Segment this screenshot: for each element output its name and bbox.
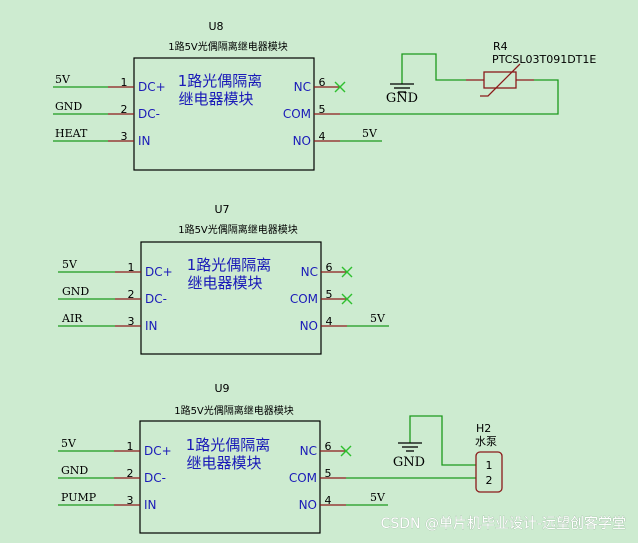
pin-name: DC- xyxy=(144,471,166,485)
module-ref: U9 xyxy=(214,382,229,395)
pin-number: 5 xyxy=(325,467,332,480)
net-label: GND xyxy=(61,464,88,477)
thermistor-part: PTCSL03T091DT1E xyxy=(492,53,596,66)
module-body-line2: 继电器模块 xyxy=(187,274,262,292)
net-label: 5V xyxy=(62,258,78,271)
thermistor-slash xyxy=(480,63,521,97)
module-part: 1路5V光偶隔离继电器模块 xyxy=(168,40,288,53)
thermistor-r4[interactable]: R4 PTCSL03T091DT1E xyxy=(466,40,596,97)
pin-number: 4 xyxy=(326,315,333,328)
pin-number: 2 xyxy=(121,103,128,116)
pin-name: IN xyxy=(138,134,151,148)
pin-number: 5 xyxy=(326,288,333,301)
module-part: 1路5V光偶隔离继电器模块 xyxy=(178,223,298,236)
connector-name: 水泵 xyxy=(475,435,497,448)
net-label: PUMP xyxy=(61,491,97,504)
pin-name: NC xyxy=(294,80,311,94)
pin-number: 3 xyxy=(121,130,128,143)
connector-pin: 1 xyxy=(486,459,493,472)
ground-label: GND xyxy=(386,91,418,106)
pin-number: 3 xyxy=(127,494,134,507)
module-ref: U7 xyxy=(214,203,229,216)
pin-name: NO xyxy=(299,498,317,512)
no-connect-mark xyxy=(341,266,353,278)
module-body-line1: 1路光偶隔离 xyxy=(187,256,272,274)
ground-symbol: GND xyxy=(386,53,466,106)
pin-name: NC xyxy=(301,265,318,279)
connector-ref: H2 xyxy=(476,422,491,435)
module-u8[interactable]: U8 1路5V光偶隔离继电器模块 1路光偶隔离 继电器模块 1 2 3 DC+ … xyxy=(53,20,382,171)
pin-number: 1 xyxy=(127,440,134,453)
module-body-line2: 继电器模块 xyxy=(186,454,261,472)
pin-number: 1 xyxy=(128,261,135,274)
pin-number: 6 xyxy=(319,76,326,89)
connector-body xyxy=(475,451,503,493)
no-connect-mark xyxy=(334,81,346,93)
watermark: CSDN @单片机毕业设计-远望创客学堂 xyxy=(381,515,626,532)
connector-h2[interactable]: H2 水泵 1 2 xyxy=(475,422,503,493)
module-body-line2: 继电器模块 xyxy=(178,90,253,108)
pin-number: 3 xyxy=(128,315,135,328)
pin-number: 1 xyxy=(121,76,128,89)
pin-name: DC- xyxy=(138,107,160,121)
pin-number: 6 xyxy=(326,261,333,274)
pin-number: 4 xyxy=(325,494,332,507)
pin-number: 6 xyxy=(325,440,332,453)
ground-label: GND xyxy=(393,455,425,470)
pin-name: COM xyxy=(283,107,311,121)
module-body xyxy=(140,241,322,355)
pin-number: 5 xyxy=(319,103,326,116)
net-label: 5V xyxy=(370,491,386,504)
net-label: 5V xyxy=(55,73,71,86)
module-body-line1: 1路光偶隔离 xyxy=(186,436,271,454)
ground-symbol: GND xyxy=(393,415,476,470)
net-label: 5V xyxy=(61,437,77,450)
net-wire-com xyxy=(340,79,559,115)
net-label: GND xyxy=(55,100,82,113)
thermistor-ref: R4 xyxy=(493,40,508,53)
pin-name: DC- xyxy=(145,292,167,306)
module-ref: U8 xyxy=(208,20,223,33)
pin-name: COM xyxy=(289,471,317,485)
pin-name: NO xyxy=(293,134,311,148)
pin-name: DC+ xyxy=(144,444,172,458)
module-u7[interactable]: U7 1路5V光偶隔离继电器模块 1路光偶隔离 继电器模块 1 2 3 DC+ … xyxy=(58,203,389,355)
thermistor-body xyxy=(483,71,517,89)
pin-name: IN xyxy=(145,319,158,333)
module-body-line1: 1路光偶隔离 xyxy=(178,72,263,90)
no-connect-mark xyxy=(341,293,353,305)
pin-name: DC+ xyxy=(145,265,173,279)
connector-pin: 2 xyxy=(486,474,493,487)
no-connect-mark xyxy=(340,445,352,457)
pin-name: IN xyxy=(144,498,157,512)
net-label: 5V xyxy=(370,312,386,325)
module-u9[interactable]: U9 1路5V光偶隔离继电器模块 1路光偶隔离 继电器模块 1 2 3 DC+ … xyxy=(58,382,388,534)
pin-number: 2 xyxy=(127,467,134,480)
pin-number: 2 xyxy=(128,288,135,301)
pin-name: NC xyxy=(300,444,317,458)
pin-name: NO xyxy=(300,319,318,333)
net-label: GND xyxy=(62,285,89,298)
net-label: HEAT xyxy=(55,127,88,140)
pin-number: 4 xyxy=(319,130,326,143)
module-part: 1路5V光偶隔离继电器模块 xyxy=(174,404,294,417)
net-label: 5V xyxy=(362,127,378,140)
pin-name: COM xyxy=(290,292,318,306)
net-label: AIR xyxy=(61,312,83,325)
module-body xyxy=(139,420,321,534)
pin-name: DC+ xyxy=(138,80,166,94)
